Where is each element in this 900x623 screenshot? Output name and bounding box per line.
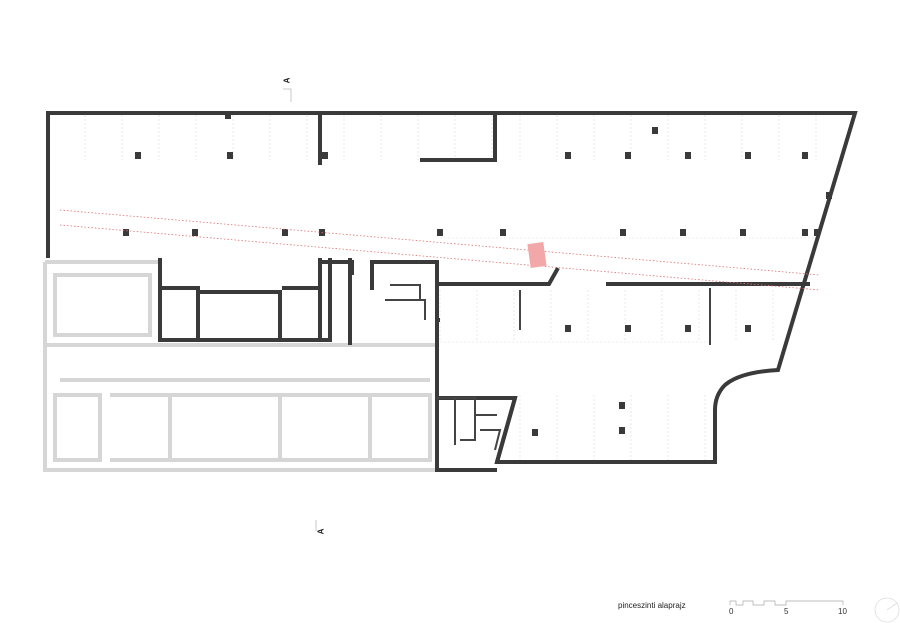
new-walls xyxy=(46,111,858,472)
columns xyxy=(123,112,832,436)
existing-wall-0 xyxy=(43,262,437,472)
section-marker-top: A xyxy=(282,77,292,84)
existing-building xyxy=(43,260,437,472)
column xyxy=(225,112,231,119)
column xyxy=(680,229,686,236)
column xyxy=(619,427,625,434)
column xyxy=(625,152,631,159)
wall-10 xyxy=(435,345,497,472)
north-arrow-icon xyxy=(874,597,900,623)
column xyxy=(620,229,626,236)
column xyxy=(500,229,506,236)
section-line-top xyxy=(283,88,292,102)
scale-label-10: 10 xyxy=(838,607,847,616)
column xyxy=(814,229,820,236)
interior-wall-4 xyxy=(385,299,426,320)
wall-14 xyxy=(420,113,497,162)
column xyxy=(192,229,198,236)
wall-1 xyxy=(158,258,332,342)
column xyxy=(745,152,751,159)
column xyxy=(685,325,691,332)
interior-wall-3 xyxy=(480,429,502,451)
column xyxy=(619,402,625,409)
wall-3 xyxy=(200,290,282,340)
wall-8 xyxy=(370,260,439,345)
column xyxy=(532,429,538,436)
ramp-line-upper xyxy=(59,209,821,276)
column xyxy=(652,127,658,134)
wall-0 xyxy=(46,111,858,464)
column xyxy=(322,152,328,159)
section-marker-bottom: A xyxy=(316,528,326,535)
existing-wall-3 xyxy=(53,273,152,337)
column xyxy=(565,325,571,332)
column xyxy=(745,325,751,332)
column xyxy=(135,152,141,159)
column xyxy=(625,325,631,332)
column xyxy=(282,229,288,236)
wall-16 xyxy=(495,397,517,463)
ramp-line-lower xyxy=(59,224,821,291)
column xyxy=(227,152,233,159)
column xyxy=(685,152,691,159)
column xyxy=(802,152,808,159)
column xyxy=(802,229,808,236)
wall-6 xyxy=(322,260,354,275)
column xyxy=(740,229,746,236)
interior-wall-5 xyxy=(390,284,421,300)
column xyxy=(123,229,129,236)
scale-bar xyxy=(729,600,844,606)
interior-walls xyxy=(385,284,711,451)
existing-wall-4 xyxy=(53,393,102,462)
wall-11 xyxy=(437,267,560,286)
wall-2 xyxy=(160,286,200,340)
existing-wall-5 xyxy=(110,393,432,462)
highlighted-core xyxy=(527,242,547,268)
ramp-line xyxy=(59,209,821,291)
column xyxy=(565,152,571,159)
column xyxy=(826,192,832,199)
scale-label-5: 5 xyxy=(784,607,789,616)
scale-label-0: 0 xyxy=(729,607,734,616)
drawing-title: pinceszinti alaprajz xyxy=(618,601,686,610)
column xyxy=(437,229,443,236)
